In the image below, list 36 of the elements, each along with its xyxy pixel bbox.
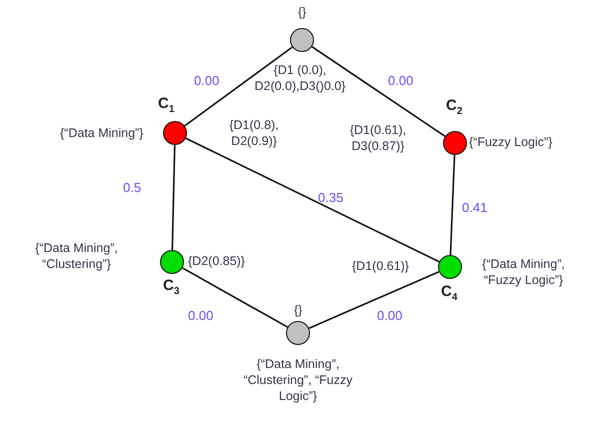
annotation-text: {D1 (0.0), D2(0.0),D3()0.0} [253, 62, 346, 94]
circle-node [290, 28, 314, 52]
connector-line [185, 138, 440, 262]
annotation-text: {D2(0.85)} [188, 253, 245, 269]
cluster-name: C$_{2}$ [446, 98, 462, 119]
edge-label: 0.00 [194, 73, 220, 88]
edge-label: 0.5 [123, 180, 142, 195]
connector-line [450, 154, 456, 256]
edge-label: 0.00 [388, 73, 414, 88]
annotation-text: {“Fuzzy Logic”} [469, 134, 552, 150]
circle-node [286, 321, 310, 345]
annotation-text: {D1(0.61), D3(0.87)} [348, 122, 408, 154]
circle-node [163, 121, 187, 145]
annotation-text: {D1(0.61)} [352, 258, 409, 274]
annotation-text: {“Data Mining”, “Fuzzy Logic”} [481, 256, 566, 288]
edge-label: 0.00 [377, 308, 402, 323]
connector-line [312, 46, 446, 137]
annotation-text: {} [294, 302, 302, 318]
edge-label: 0.35 [318, 190, 344, 205]
connector-line [171, 144, 176, 250]
annotation-text: {“Data Mining”} [60, 125, 144, 141]
cluster-name: C$_{4}$ [441, 284, 458, 305]
connector-line [184, 46, 293, 127]
annotation-text: {“Data Mining”, “Clustering”} [34, 240, 119, 272]
annotation-text: {} [298, 4, 306, 20]
connector-line [308, 271, 440, 329]
connector-line [182, 267, 288, 328]
edge-label: 0.41 [462, 200, 488, 215]
annotation-text: {“Data Mining”, “Clustering”, “Fuzzy Logic”} [242, 356, 354, 404]
cluster-name: C$_{1}$ [158, 96, 174, 117]
annotation-text: {D1(0.8), D2(0.9)} [228, 117, 280, 149]
edge-label: 0.00 [188, 308, 214, 323]
circle-node [438, 255, 462, 279]
circle-node [160, 250, 184, 274]
circle-node [443, 131, 467, 155]
cluster-name: C$_{3}$ [163, 278, 180, 299]
